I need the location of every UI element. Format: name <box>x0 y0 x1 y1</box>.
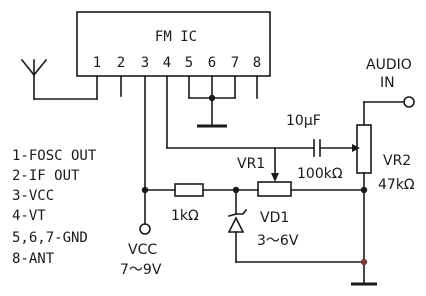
ic-pin-4: 4 <box>163 55 171 71</box>
ic-pin-legs <box>96 75 258 191</box>
gnd-bus-pins-5-6-7 <box>188 94 236 127</box>
ic-pin-5: 5 <box>185 55 193 71</box>
legend-item-2: 2-IF OUT <box>12 168 80 184</box>
legend-item-4: 4-VT <box>12 208 46 224</box>
ic-pin-7: 7 <box>231 55 239 71</box>
vr2-value: 47kΩ <box>378 177 415 193</box>
vr1-body <box>257 181 292 197</box>
ic-body <box>76 11 271 77</box>
capacitor-10uf <box>313 139 321 157</box>
vcc-label: VCC <box>128 242 157 258</box>
vr1-value: 100kΩ <box>297 166 343 182</box>
ic-pin-6: 6 <box>208 55 216 71</box>
ic-pin-2: 2 <box>117 55 125 71</box>
resistor-1k-value: 1kΩ <box>171 208 199 224</box>
ic-pin-8: 8 <box>253 55 261 71</box>
antenna-icon <box>20 58 98 100</box>
audio-in-label-line1: AUDIO <box>366 57 412 73</box>
resistor-1k-body <box>174 183 204 197</box>
legend-item-5: 5,6,7-GND <box>12 230 88 246</box>
vr1-name: VR1 <box>237 156 265 172</box>
ic-pin-3: 3 <box>141 55 149 71</box>
vd1-name: VD1 <box>260 210 289 226</box>
vr1-wiper-arrow <box>271 173 279 182</box>
junction-gnd <box>360 258 368 266</box>
vcc-terminal[interactable] <box>139 223 151 235</box>
vr2-wiper-arrow <box>352 144 360 152</box>
vd1-value: 3～6V <box>257 233 299 249</box>
ic-label: FM IC <box>155 29 197 45</box>
audio-in-terminal[interactable] <box>403 96 415 108</box>
audio-in-label-line2: IN <box>380 75 395 91</box>
ic-pin-1: 1 <box>93 55 101 71</box>
pin-legend: 1-FOSC OUT 2-IF OUT 3-VCC 4-VT 5,6,7-GND… <box>12 148 97 267</box>
vr2-name: VR2 <box>383 153 411 169</box>
legend-item-3: 3-VCC <box>12 188 54 204</box>
vr2-body <box>356 124 372 174</box>
zener-diode-vd1 <box>227 189 248 263</box>
legend-item-1: 1-FOSC OUT <box>12 148 97 164</box>
legend-item-6: 8-ANT <box>12 251 55 267</box>
capacitor-value: 10μF <box>286 113 321 129</box>
vcc-value: 7～9V <box>120 262 162 278</box>
